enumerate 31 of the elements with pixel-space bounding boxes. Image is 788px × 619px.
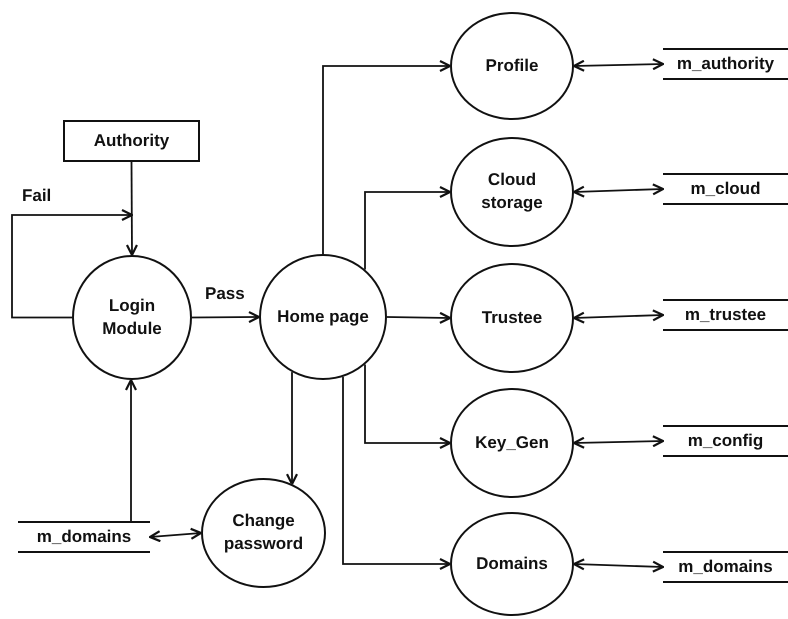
- process-circle: Cloud storage: [450, 137, 574, 247]
- arrow: [342, 376, 452, 570]
- process-circle: Profile: [450, 12, 574, 120]
- data-store: m_config: [663, 425, 788, 457]
- arrow: [322, 60, 452, 254]
- data-store: m_trustee: [663, 299, 788, 331]
- data-store: m_domains: [663, 551, 788, 583]
- arrow: [192, 310, 260, 324]
- arrow: [572, 58, 664, 72]
- arrow: [386, 312, 452, 324]
- process-circle: Change password: [201, 478, 326, 588]
- arrow: [286, 372, 298, 486]
- process-box: Authority: [63, 120, 200, 162]
- arrow: [364, 186, 452, 270]
- process-circle: Home page: [259, 254, 387, 380]
- process-circle: Key_Gen: [450, 388, 574, 498]
- arrow: [572, 183, 664, 198]
- arrow: [572, 558, 664, 573]
- arrow: [124, 378, 138, 521]
- process-circle: Trustee: [450, 263, 574, 373]
- arrow: [126, 162, 138, 256]
- data-store: m_domains: [18, 521, 150, 553]
- process-circle: Domains: [450, 512, 574, 616]
- data-store: m_authority: [663, 48, 788, 80]
- arrow: [572, 435, 664, 449]
- process-circle: Login Module: [72, 255, 192, 380]
- arrow: [364, 364, 452, 450]
- data-store: m_cloud: [663, 173, 788, 205]
- arrow: [11, 208, 134, 318]
- arrow: [572, 309, 664, 324]
- arrow: [148, 528, 202, 542]
